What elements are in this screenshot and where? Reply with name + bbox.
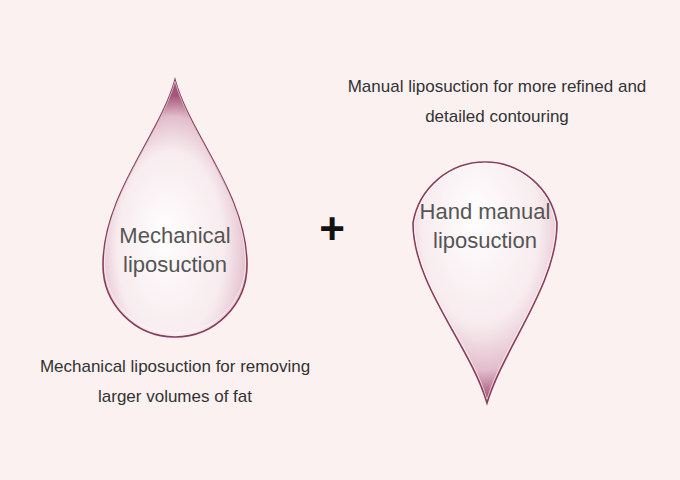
droplet-highlight bbox=[414, 163, 555, 399]
node-title: Hand manual liposuction bbox=[412, 198, 558, 255]
droplet-body bbox=[413, 162, 557, 403]
description-text: Manual liposuction for more refined and … bbox=[327, 72, 667, 132]
droplet-highlight bbox=[104, 81, 245, 333]
droplet-shape: Hand manual liposuction bbox=[410, 145, 560, 407]
plus-sign: + bbox=[302, 207, 362, 251]
droplet-outline bbox=[410, 145, 560, 407]
node-title: Mechanical liposuction bbox=[108, 222, 242, 279]
description-text: Mechanical liposuction for removing larg… bbox=[25, 352, 325, 412]
droplet-body bbox=[103, 80, 247, 337]
droplet-shape: Mechanical liposuction bbox=[100, 75, 250, 345]
droplet-outline bbox=[100, 75, 250, 345]
